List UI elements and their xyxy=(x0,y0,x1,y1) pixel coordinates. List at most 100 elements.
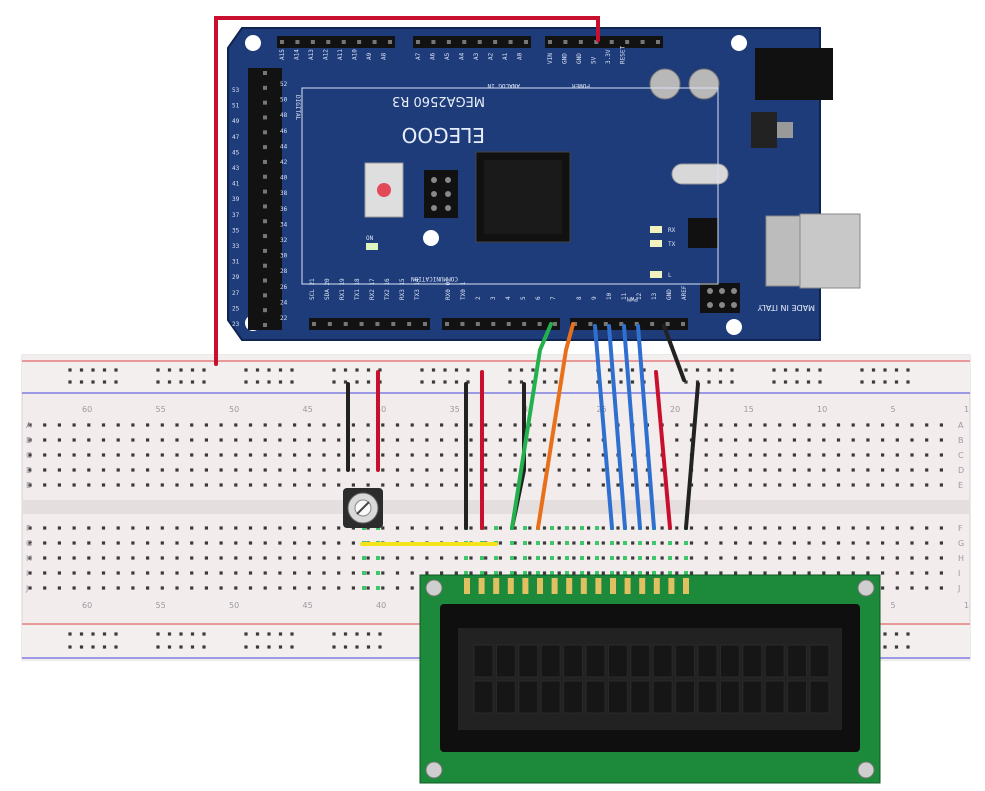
breadboard-hole xyxy=(337,453,341,457)
breadboard-hole xyxy=(366,423,370,427)
header-pin xyxy=(462,40,467,44)
breadboard-hole xyxy=(43,571,47,575)
breadboard-hole xyxy=(307,483,311,487)
header-pin xyxy=(359,322,364,326)
pin-label: 39 xyxy=(232,196,240,203)
header-pin xyxy=(263,159,267,164)
breadboard-hole xyxy=(43,541,47,545)
breadboard-hole xyxy=(219,571,223,575)
connected-hole xyxy=(523,556,527,560)
rx-led xyxy=(650,226,662,233)
breadboard-hole xyxy=(469,526,473,530)
pin-label: A4 xyxy=(459,52,466,60)
breadboard-hole xyxy=(351,483,355,487)
rail-hole xyxy=(156,632,160,636)
breadboard-hole xyxy=(719,483,723,487)
breadboard-hole xyxy=(631,468,635,472)
connected-hole xyxy=(595,541,599,545)
wire-pin8-en xyxy=(536,322,575,530)
breadboard-hole xyxy=(146,483,150,487)
breadboard-hole xyxy=(895,438,899,442)
breadboard-hole xyxy=(895,556,899,560)
header-pin xyxy=(640,40,645,44)
rail-hole xyxy=(332,368,336,372)
breadboard-hole xyxy=(616,571,620,575)
column-number: 40 xyxy=(376,601,386,610)
breadboard-hole xyxy=(675,526,679,530)
pin-label: GND xyxy=(576,53,583,64)
tx-led-label: TX xyxy=(668,241,676,248)
breadboard-hole xyxy=(484,468,488,472)
breadboard-hole xyxy=(278,571,282,575)
breadboard-hole xyxy=(190,586,194,590)
breadboard-hole xyxy=(410,556,414,560)
breadboard-hole xyxy=(57,541,61,545)
pin-label: A0 xyxy=(517,52,524,60)
breadboard-hole xyxy=(587,541,591,545)
breadboard-hole xyxy=(704,423,708,427)
breadboard-hole xyxy=(866,468,870,472)
breadboard-hole xyxy=(734,438,738,442)
breadboard-hole xyxy=(910,541,914,545)
pin-label: 38 xyxy=(280,190,288,197)
lcd-screen xyxy=(458,628,842,730)
breadboard-hole xyxy=(72,483,76,487)
breadboard-hole xyxy=(792,541,796,545)
rail-hole xyxy=(630,380,635,384)
header-pin xyxy=(460,322,465,326)
breadboard-hole xyxy=(822,453,826,457)
breadboard-hole xyxy=(131,556,135,560)
rail-hole xyxy=(718,368,723,372)
breadboard-hole xyxy=(146,423,150,427)
pin-label: 28 xyxy=(280,268,288,275)
rail-hole xyxy=(443,380,447,384)
breadboard-hole xyxy=(454,526,458,530)
breadboard-hole xyxy=(542,423,547,427)
rail-hole xyxy=(894,632,899,636)
breadboard-hole xyxy=(351,438,355,442)
header-pin xyxy=(263,130,267,135)
lcd-cell xyxy=(518,680,539,714)
breadboard-hole xyxy=(822,423,826,427)
lcd-cell xyxy=(630,644,651,678)
breadboard-hole xyxy=(307,453,311,457)
breadboard-hole xyxy=(204,526,208,530)
header-pin xyxy=(506,322,511,326)
breadboard-hole xyxy=(572,526,576,530)
breadboard-hole xyxy=(454,468,458,472)
connected-hole xyxy=(480,556,484,560)
breadboard-hole xyxy=(910,453,914,457)
breadboard-hole xyxy=(43,468,47,472)
column-number: 5 xyxy=(891,601,896,610)
breadboard-hole xyxy=(116,571,120,575)
voltage-regulator xyxy=(751,112,777,148)
pin-label: 51 xyxy=(232,103,240,110)
breadboard-hole xyxy=(822,541,826,545)
rail-hole xyxy=(519,380,524,384)
rail-hole xyxy=(114,645,118,649)
wires xyxy=(214,16,700,546)
breadboard-hole xyxy=(454,483,458,487)
breadboard-hole xyxy=(836,423,841,427)
header-pin xyxy=(357,40,362,44)
breadboard-hole xyxy=(395,423,400,427)
breadboard-hole xyxy=(719,541,723,545)
breadboard-hole xyxy=(587,438,591,442)
header-pin xyxy=(416,40,420,44)
breadboard-hole xyxy=(763,468,767,472)
connected-hole xyxy=(580,526,584,530)
rail-hole xyxy=(332,380,336,384)
rail-hole xyxy=(730,368,734,372)
rail-hole xyxy=(431,368,436,372)
breadboard-hole xyxy=(528,468,532,472)
breadboard-hole xyxy=(101,438,106,442)
breadboard-hole xyxy=(822,526,826,530)
breadboard-hole xyxy=(660,483,664,487)
breadboard-hole xyxy=(248,586,253,590)
rail-hole xyxy=(244,632,248,636)
rail-hole xyxy=(255,632,260,636)
connected-hole xyxy=(550,571,554,575)
breadboard-hole xyxy=(293,423,297,427)
rail-hole xyxy=(190,645,195,649)
